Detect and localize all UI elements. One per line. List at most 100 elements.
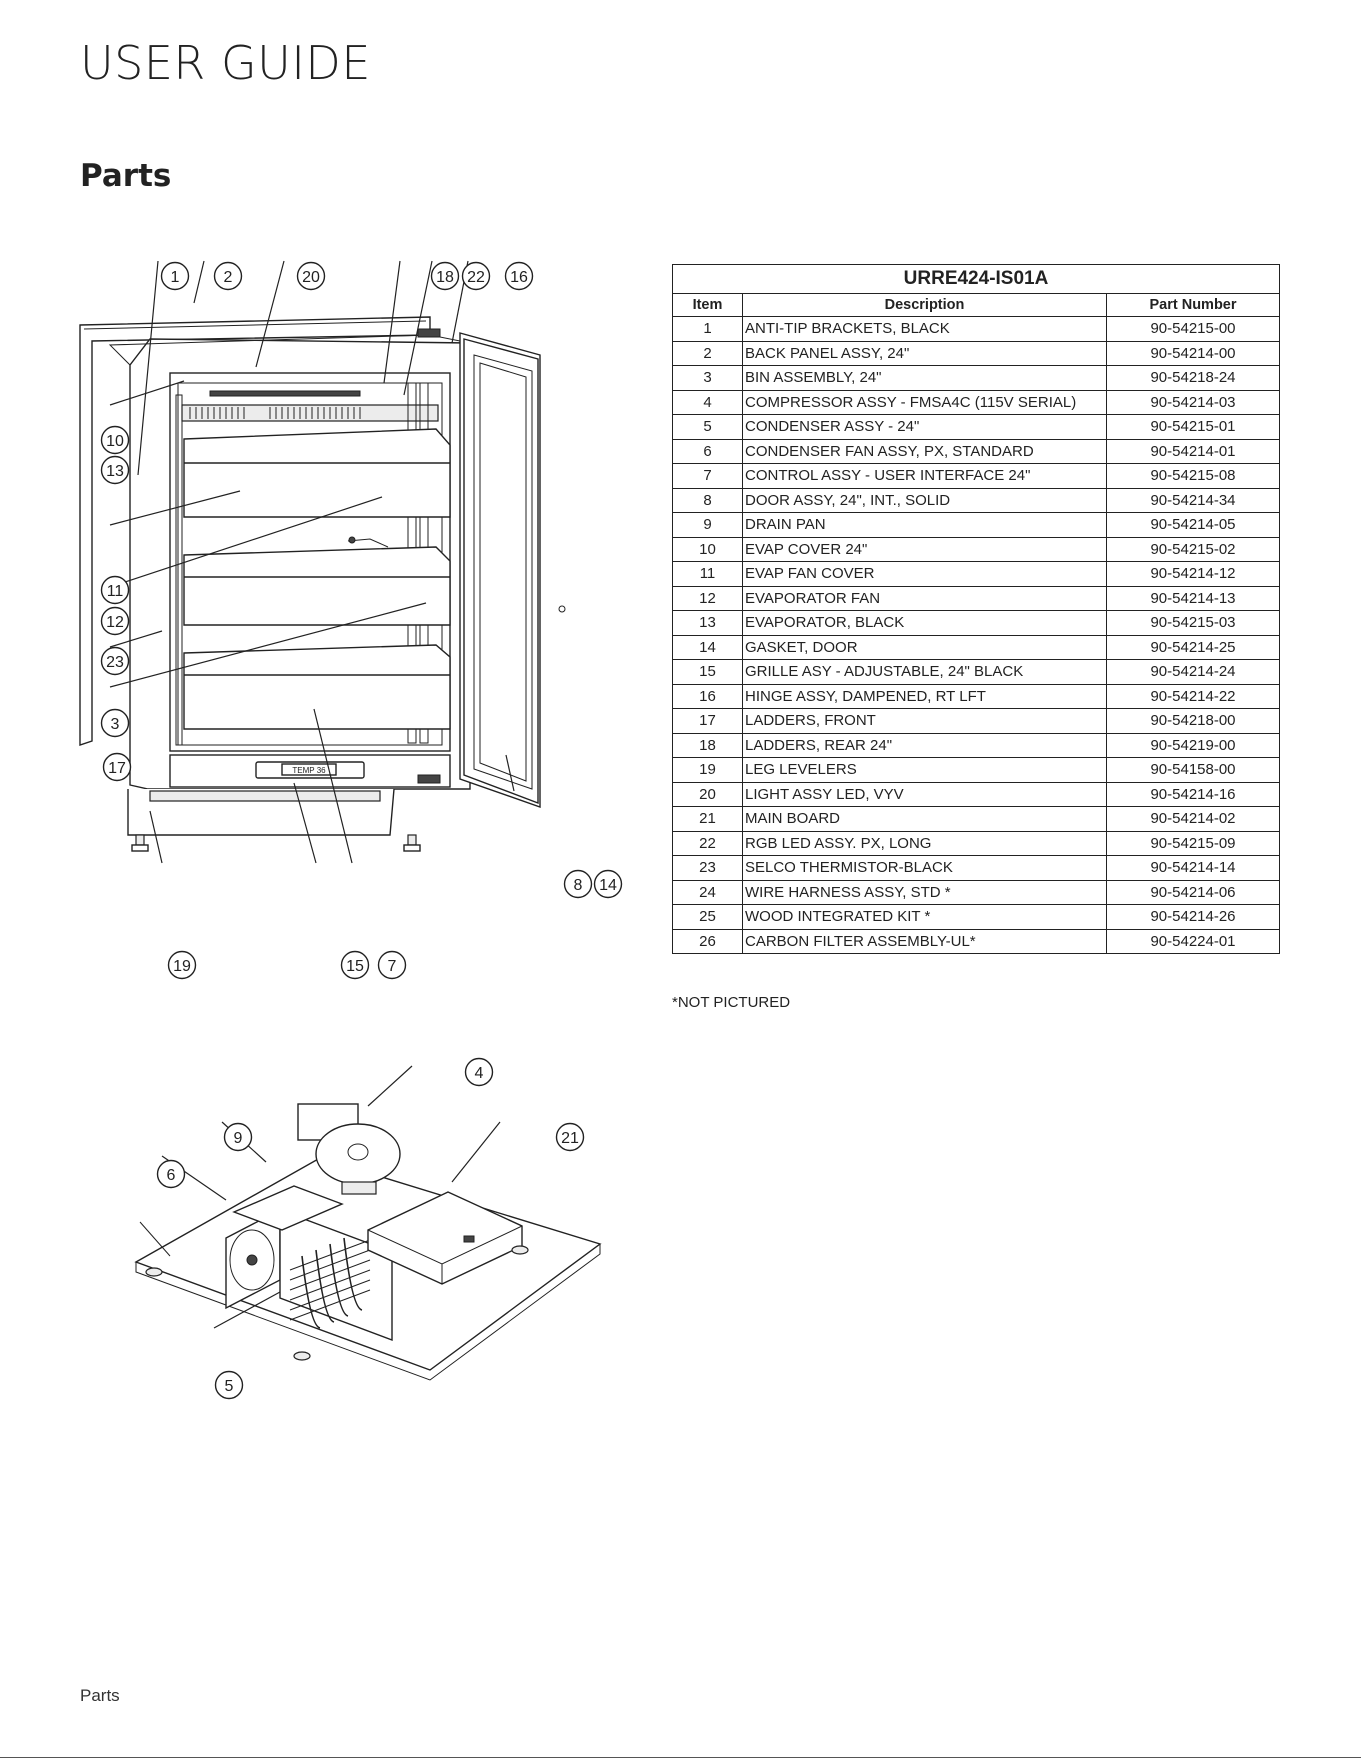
drain-pan-drawing [232, 1185, 344, 1231]
table-cell-desc: DRAIN PAN [742, 512, 1107, 538]
callout-18: 18 [436, 269, 454, 286]
table-cell-desc: DOOR ASSY, 24", INT., SOLID [742, 487, 1107, 513]
table-cell-pn: 90-54214-02 [1106, 806, 1280, 832]
callout-12: 12 [106, 614, 124, 631]
table-cell-item: 1 [672, 316, 743, 342]
table-cell-desc: HINGE ASSY, DAMPENED, RT LFT [742, 683, 1107, 709]
table-cell-pn: 90-54215-09 [1106, 830, 1280, 856]
callout-2: 2 [224, 269, 233, 286]
table-cell-pn: 90-54215-08 [1106, 463, 1280, 489]
table-cell-pn: 90-54158-00 [1106, 757, 1280, 783]
table-cell-item: 11 [672, 561, 743, 587]
table-cell-pn: 90-54214-06 [1106, 879, 1280, 905]
bottom-callouts: 4 9 21 6 5 [156, 1057, 585, 1400]
table-cell-desc: MAIN BOARD [742, 806, 1107, 832]
table-cell-item: 8 [672, 487, 743, 513]
table-cell-pn: 90-54214-13 [1106, 585, 1280, 611]
control-display-text: TEMP 36 [292, 766, 326, 775]
callout-19: 19 [173, 958, 191, 975]
table-cell-item: 2 [672, 340, 743, 366]
column-header-item: Item [672, 293, 743, 317]
table-cell-desc: LADDERS, REAR 24" [742, 732, 1107, 758]
table-cell-pn: 90-54224-01 [1106, 928, 1280, 954]
table-cell-desc: GASKET, DOOR [742, 634, 1107, 660]
table-cell-desc: BIN ASSEMBLY, 24" [742, 365, 1107, 391]
callout-6: 6 [167, 1167, 176, 1184]
table-cell-item: 25 [672, 904, 743, 930]
refrigerator-diagram: TEMP 36 [79, 260, 566, 864]
table-cell-pn: 90-54214-34 [1106, 487, 1280, 513]
callout-14: 14 [599, 877, 617, 894]
callout-5: 5 [225, 1378, 234, 1395]
table-cell-pn: 90-54215-02 [1106, 536, 1280, 562]
column-header-part-number: Part Number [1106, 293, 1280, 317]
callout-17: 17 [108, 760, 126, 777]
table-cell-item: 16 [672, 683, 743, 709]
table-cell-item: 21 [672, 806, 743, 832]
document-title: USER GUIDE [80, 36, 371, 90]
table-cell-pn: 90-54215-03 [1106, 610, 1280, 636]
callout-7: 7 [388, 958, 397, 975]
table-cell-desc: WOOD INTEGRATED KIT * [742, 904, 1107, 930]
table-cell-item: 22 [672, 830, 743, 856]
callout-22: 22 [467, 269, 485, 286]
callout-9: 9 [234, 1130, 243, 1147]
table-cell-desc: CONTROL ASSY - USER INTERFACE 24" [742, 463, 1107, 489]
table-cell-desc: CONDENSER FAN ASSY, PX, STANDARD [742, 438, 1107, 464]
callout-15: 15 [346, 958, 364, 975]
table-cell-item: 5 [672, 414, 743, 440]
table-cell-desc: EVAP FAN COVER [742, 561, 1107, 587]
table-cell-item: 10 [672, 536, 743, 562]
table-cell-pn: 90-54219-00 [1106, 732, 1280, 758]
machine-compartment-diagram [134, 1065, 602, 1381]
table-cell-item: 4 [672, 389, 743, 415]
table-cell-item: 19 [672, 757, 743, 783]
table-cell-desc: GRILLE ASY - ADJUSTABLE, 24" BLACK [742, 659, 1107, 685]
table-cell-pn: 90-54215-01 [1106, 414, 1280, 440]
column-header-description: Description [742, 293, 1107, 317]
callout-10: 10 [106, 433, 124, 450]
table-cell-item: 18 [672, 732, 743, 758]
callout-11: 11 [107, 583, 124, 600]
table-cell-pn: 90-54214-24 [1106, 659, 1280, 685]
table-cell-item: 7 [672, 463, 743, 489]
table-cell-item: 9 [672, 512, 743, 538]
footer-rule [0, 1757, 1361, 1758]
table-cell-item: 6 [672, 438, 743, 464]
table-cell-pn: 90-54214-26 [1106, 904, 1280, 930]
table-cell-pn: 90-54218-00 [1106, 708, 1280, 734]
table-cell-desc: CARBON FILTER ASSEMBLY-UL* [742, 928, 1107, 954]
table-cell-desc: SELCO THERMISTOR-BLACK [742, 855, 1107, 881]
table-cell-desc: CONDENSER ASSY - 24" [742, 414, 1107, 440]
table-cell-item: 23 [672, 855, 743, 881]
table-cell-pn: 90-54214-05 [1106, 512, 1280, 538]
table-cell-desc: LIGHT ASSY LED, VYV [742, 781, 1107, 807]
condenser-drawing [289, 1237, 371, 1329]
table-cell-pn: 90-54214-00 [1106, 340, 1280, 366]
table-cell-pn: 90-54214-03 [1106, 389, 1280, 415]
callout-16: 16 [510, 269, 528, 286]
table-cell-pn: 90-54214-25 [1106, 634, 1280, 660]
table-cell-desc: EVAPORATOR FAN [742, 585, 1107, 611]
table-cell-item: 26 [672, 928, 743, 954]
